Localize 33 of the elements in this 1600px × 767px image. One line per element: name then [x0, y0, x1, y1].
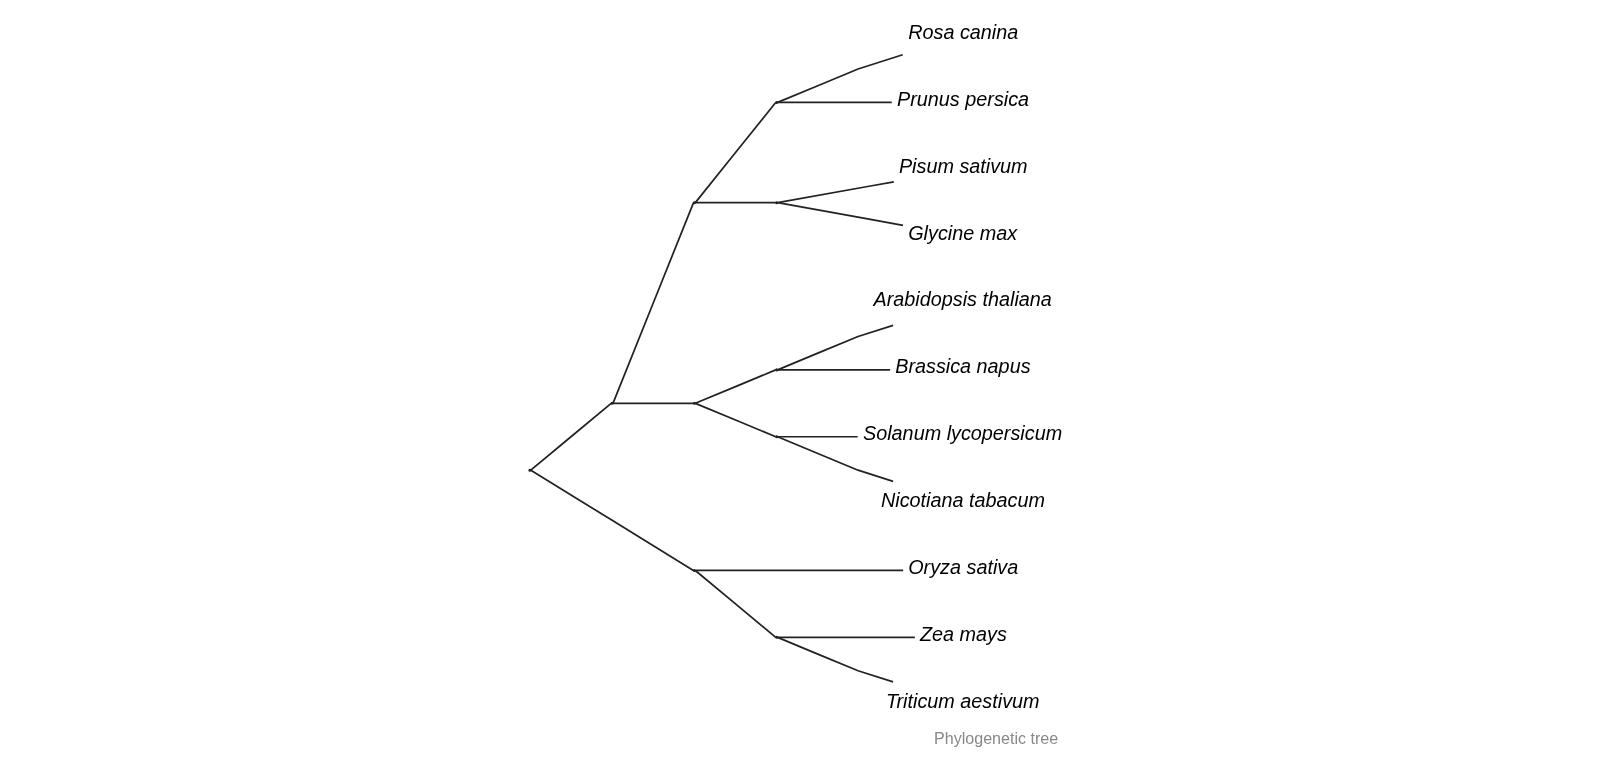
node-text: Rosa canina — [908, 21, 1019, 43]
connector — [776, 636, 916, 639]
connector — [694, 569, 777, 639]
node-text: Arabidopsis thaliana — [873, 288, 1052, 311]
connector — [776, 53, 904, 104]
node-text: Zea mays — [919, 622, 1007, 645]
node-text: Triticum aestivum — [885, 689, 1040, 712]
node-text: Glycine max — [908, 221, 1018, 244]
connector — [694, 569, 904, 572]
node-text: Pisum sativum — [898, 154, 1028, 177]
node-point — [775, 635, 779, 639]
connector — [776, 180, 895, 204]
connector — [776, 101, 893, 104]
node-text: Solanum lycopersicum — [863, 422, 1063, 445]
node-text: Prunus persica — [897, 87, 1030, 110]
connector — [776, 636, 894, 683]
node-point — [775, 435, 779, 439]
node-text: Oryza sativa — [908, 555, 1019, 578]
node-text: Nicotiana tabacum — [880, 489, 1045, 512]
node-point — [528, 468, 532, 472]
node-text: Brassica napus — [895, 355, 1031, 378]
connector — [776, 435, 894, 483]
connector — [694, 402, 777, 438]
connector — [776, 201, 904, 227]
node-point — [775, 201, 779, 205]
node-point — [692, 569, 696, 572]
caption: Phylogenetic tree — [934, 729, 1059, 748]
node-point — [775, 368, 779, 372]
node-point — [692, 201, 696, 205]
node-point — [610, 401, 614, 405]
node-point — [692, 401, 696, 405]
node-point — [775, 100, 779, 104]
connector — [776, 435, 859, 438]
